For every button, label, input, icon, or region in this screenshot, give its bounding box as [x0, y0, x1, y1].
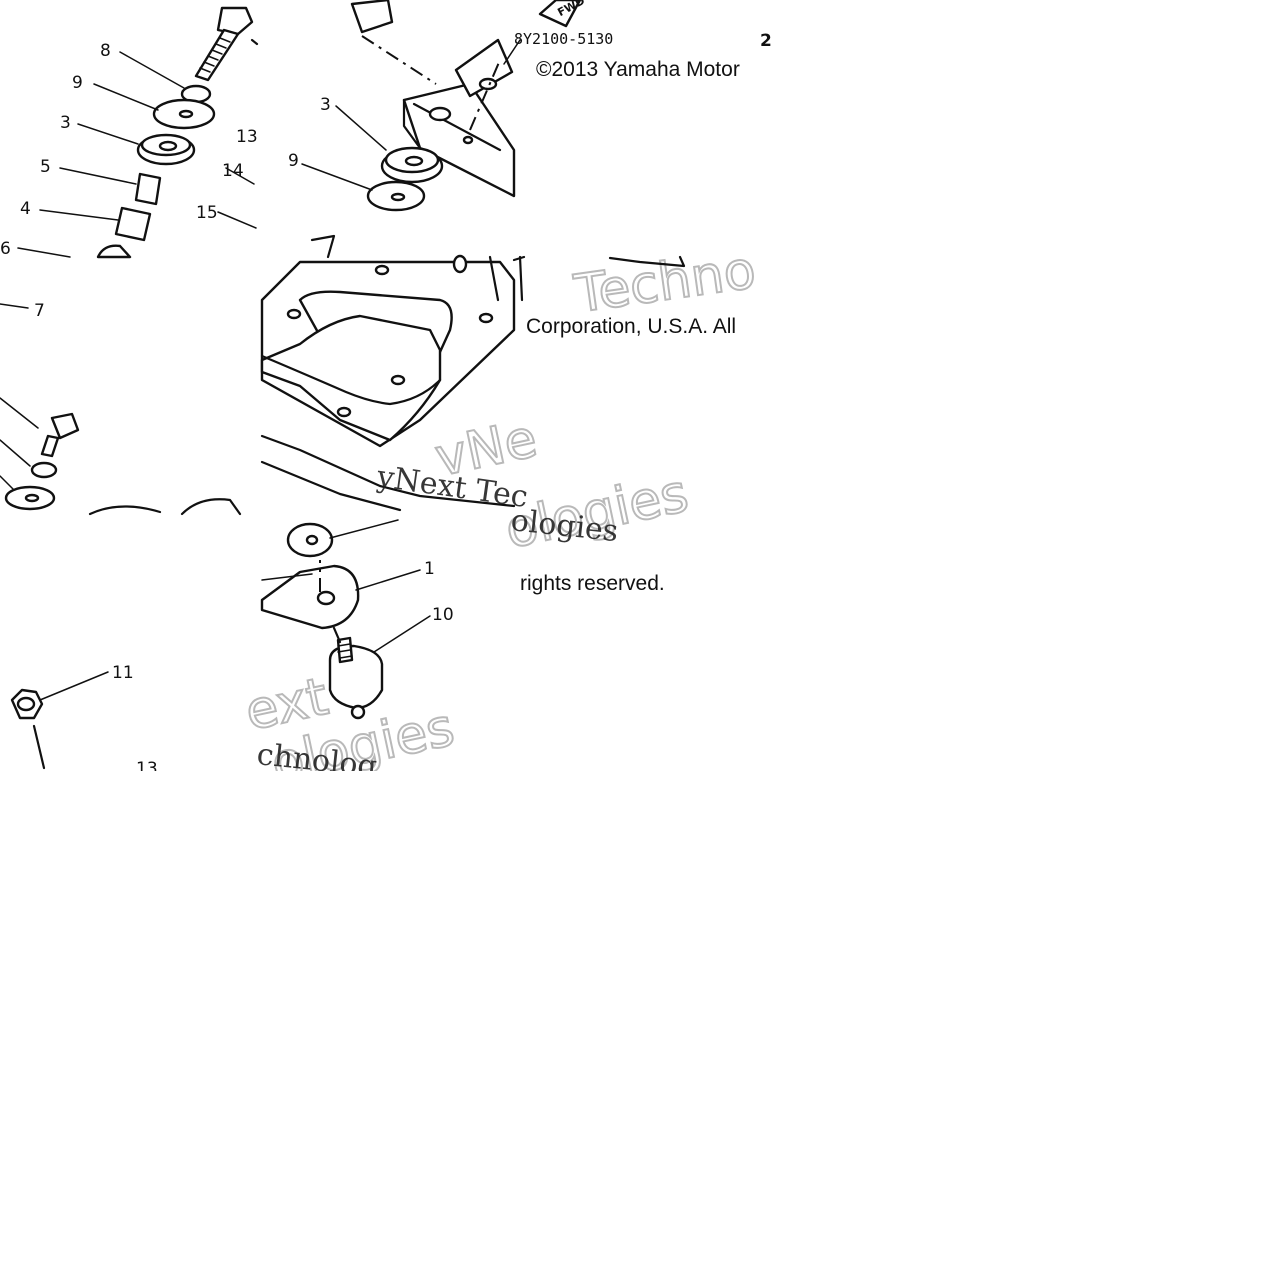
lock-nut-11: [10, 688, 44, 720]
tile-top-left: 8 9 3 5 4 6 13 14 15: [0, 6, 259, 259]
rubber-damper-10: [328, 636, 384, 720]
washer-9: [152, 98, 216, 130]
collar-4: [114, 206, 152, 242]
tile-top-right: FWD 8Y2100-5130 2 ©2013 Yamaha Motor: [503, 0, 772, 81]
copyright-line-3: rights reserved.: [520, 572, 665, 595]
callout-10: 10: [432, 605, 454, 625]
callout-13: 13: [236, 127, 258, 147]
tile-top-middle: 3 9: [288, 0, 516, 212]
watermark-techno: Techno: [570, 240, 759, 325]
callout-3-right: 3: [320, 95, 331, 115]
tile-center: Techno vNe ologies yNext Tec: [260, 234, 760, 562]
blank-bottom-area: [0, 771, 1285, 1285]
copyright-line-1: ©2013 Yamaha Motor: [536, 58, 740, 81]
long-bolt: [194, 6, 259, 82]
engine-mount-plate: [260, 234, 526, 512]
callout-9-right: 9: [288, 151, 299, 171]
small-washer: [30, 461, 58, 479]
flat-washer-lower: [4, 485, 56, 511]
copyright-line-2: Corporation, U.S.A. All: [526, 315, 736, 338]
callout-1: 1: [424, 559, 435, 579]
mount-tab-1: [260, 564, 360, 630]
callout-11: 11: [112, 663, 134, 683]
washer-3: [136, 133, 196, 166]
callout-8: 8: [100, 41, 111, 61]
washer-3-right: [380, 146, 444, 184]
washer-top-10: [286, 522, 334, 558]
callout-9: 9: [72, 73, 83, 93]
tile-middle-right: Corporation, U.S.A. All: [518, 255, 736, 338]
collar-5: [134, 172, 162, 206]
fwd-arrow: [538, 0, 582, 28]
callout-14: 14: [222, 161, 244, 181]
callout-5: 5: [40, 157, 51, 177]
tile-bottom-middle: 1 10 ext ologies chnolog: [239, 519, 460, 796]
tile-middle-left: 7: [0, 301, 242, 516]
spacer-top: [350, 0, 394, 34]
callout-4: 4: [20, 199, 31, 219]
frame-bracket: [402, 38, 516, 198]
bushing-6: [96, 244, 132, 259]
callout-7: 7: [34, 301, 45, 321]
callout-15: 15: [196, 203, 218, 223]
washer-9-right: [366, 180, 426, 212]
short-bolt: [40, 412, 80, 458]
callout-6: 6: [0, 239, 11, 259]
part-code: 8Y2100-5130: [514, 30, 613, 48]
tile-bottom-left: 11 13: [10, 663, 158, 779]
callout-3: 3: [60, 113, 71, 133]
page-mark: 2: [760, 31, 772, 51]
